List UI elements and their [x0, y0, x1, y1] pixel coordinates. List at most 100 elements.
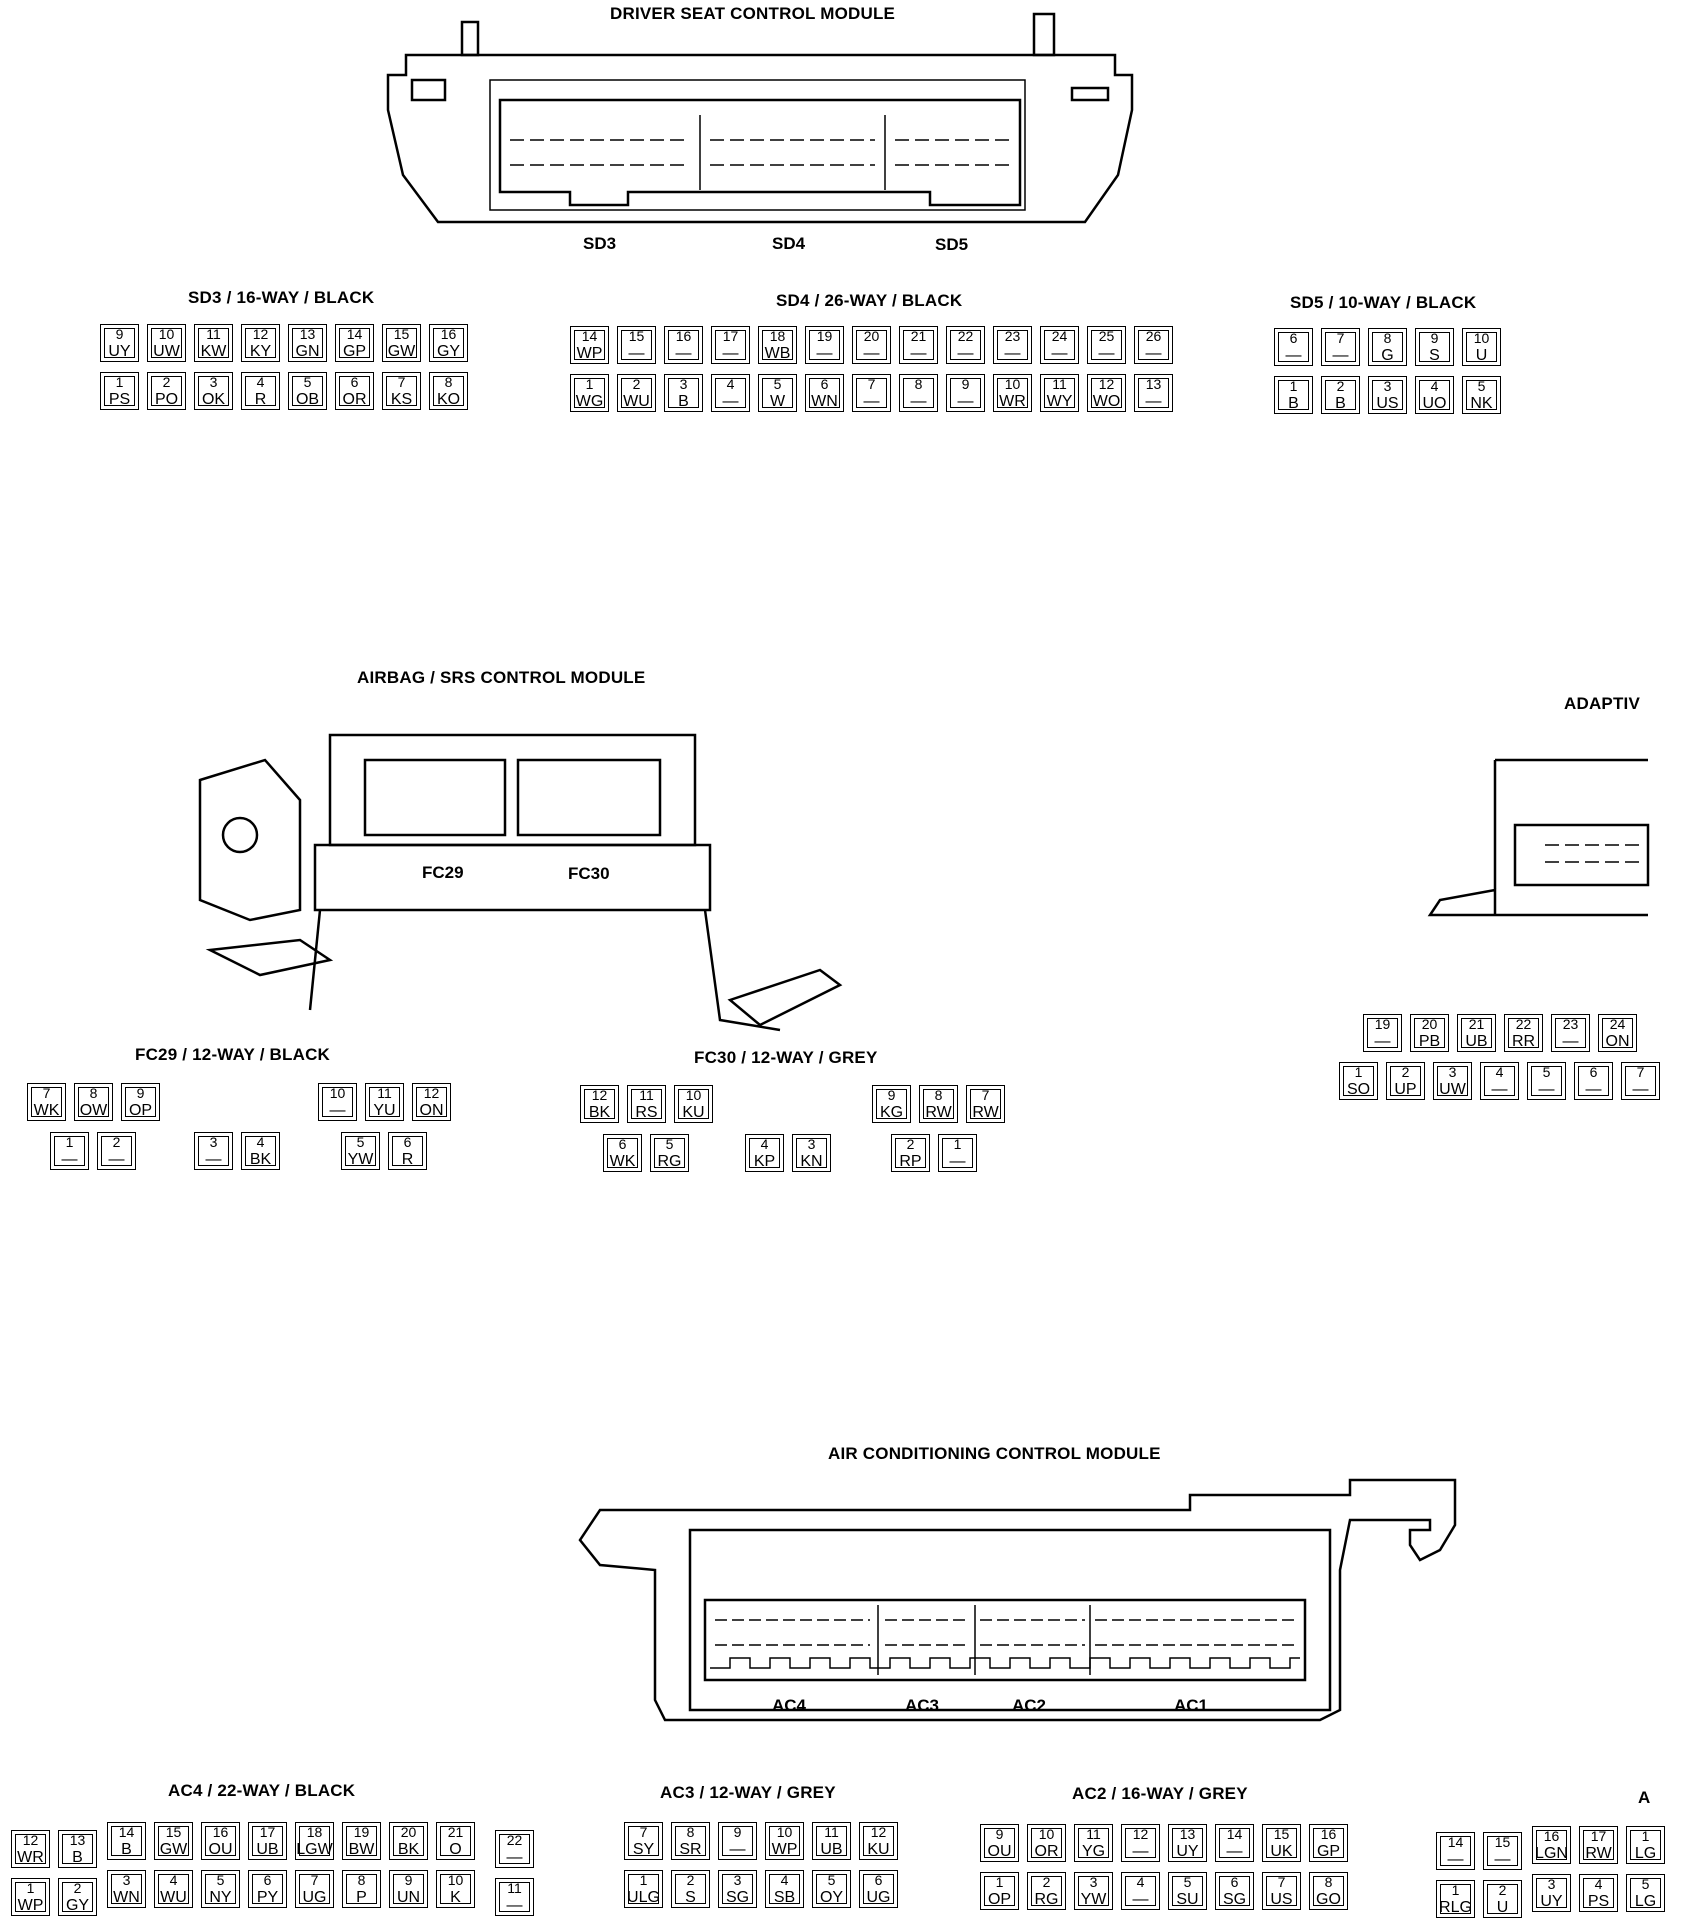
wire-color-code: UY — [1176, 1843, 1199, 1860]
pin-number: 5 — [665, 1136, 674, 1152]
wire-color-code: K — [450, 1889, 461, 1906]
wire-color-code: KY — [249, 343, 272, 360]
pin-cell: 7— — [1321, 328, 1360, 366]
wire-color-code: — — [205, 1151, 222, 1168]
wire-color-code: UW — [153, 343, 180, 360]
pin-number: 7 — [310, 1872, 319, 1888]
pin-number: 20 — [1421, 1016, 1438, 1032]
pin-number: 3 — [733, 1872, 742, 1888]
wire-color-code: WP — [17, 1897, 44, 1914]
pin-number: 14 — [346, 326, 363, 342]
pin-number: 25 — [1098, 328, 1115, 344]
wire-color-code: W — [769, 393, 786, 410]
pin-number: 20 — [400, 1824, 417, 1840]
pin-cell: 1— — [50, 1132, 89, 1170]
ac1-connector-title: A — [1638, 1788, 1651, 1807]
wire-color-code: — — [1132, 1891, 1149, 1908]
wire-color-code: PB — [1418, 1033, 1441, 1050]
pin-cell: 20— — [852, 326, 891, 364]
pin-cell: 9— — [946, 374, 985, 412]
wire-color-code: UP — [1394, 1081, 1417, 1098]
pin-number: 11 — [206, 326, 221, 342]
wire-color-code: WK — [33, 1102, 60, 1119]
pin-number: 1 — [639, 1872, 648, 1888]
pin-number: 18 — [306, 1824, 323, 1840]
wire-color-code: UW — [1439, 1081, 1466, 1098]
pin-number: 6 — [263, 1872, 272, 1888]
wire-color-code: — — [506, 1897, 523, 1914]
wire-color-code: — — [1447, 1851, 1464, 1868]
wire-color-code: GP — [1316, 1843, 1341, 1860]
wire-color-code: — — [628, 345, 645, 362]
wire-color-code: RW — [972, 1104, 999, 1121]
pin-number: 5 — [216, 1872, 225, 1888]
pin-cell: 26— — [1134, 326, 1173, 364]
wire-color-code: S — [685, 1889, 696, 1906]
wire-color-code: — — [1285, 347, 1302, 364]
wire-color-code: GW — [159, 1841, 188, 1858]
wire-color-code: LGW — [296, 1841, 333, 1858]
wire-color-code: YU — [373, 1102, 396, 1119]
pin-cell: 2— — [97, 1132, 136, 1170]
pin-number: 4 — [256, 374, 265, 390]
pin-cell: 5— — [1527, 1062, 1566, 1100]
wire-color-code: B — [678, 393, 689, 410]
wire-color-code: WN — [113, 1889, 140, 1906]
wire-color-code: RR — [1511, 1033, 1536, 1050]
pin-number: 6 — [1230, 1874, 1239, 1890]
wire-color-code: RG — [1034, 1891, 1059, 1908]
wire-color-code: YW — [347, 1151, 374, 1168]
pin-number: 15 — [1273, 1826, 1290, 1842]
pin-number: 7 — [397, 374, 406, 390]
pin-number: 12 — [1098, 376, 1115, 392]
wire-color-code: OU — [208, 1841, 233, 1858]
pin-number: 11 — [1086, 1826, 1101, 1842]
driver-seat-module-title: DRIVER SEAT CONTROL MODULE — [610, 4, 896, 23]
wire-color-code: S — [1429, 347, 1440, 364]
wire-color-code: BK — [588, 1104, 611, 1121]
wire-color-code: LG — [1634, 1893, 1657, 1910]
pin-cell: 7— — [1621, 1062, 1660, 1100]
pin-number: 1 — [1641, 1828, 1650, 1844]
wire-color-code: — — [1632, 1081, 1649, 1098]
sd5-connector-title: SD5 / 10-WAY / BLACK — [1290, 293, 1477, 312]
pin-number: 7 — [981, 1087, 990, 1103]
pin-number: 7 — [1336, 330, 1345, 346]
pin-number: 1 — [995, 1874, 1004, 1890]
wire-color-code: OP — [128, 1102, 153, 1119]
pin-number: 17 — [1590, 1828, 1607, 1844]
pin-number: 1 — [1289, 378, 1298, 394]
pin-number: 8 — [444, 374, 453, 390]
pin-number: 14 — [581, 328, 598, 344]
pin-cell: 22— — [495, 1830, 534, 1868]
pin-cell: 10— — [318, 1083, 357, 1121]
pin-cell: 7— — [852, 374, 891, 412]
wire-color-code: UO — [1422, 395, 1447, 412]
